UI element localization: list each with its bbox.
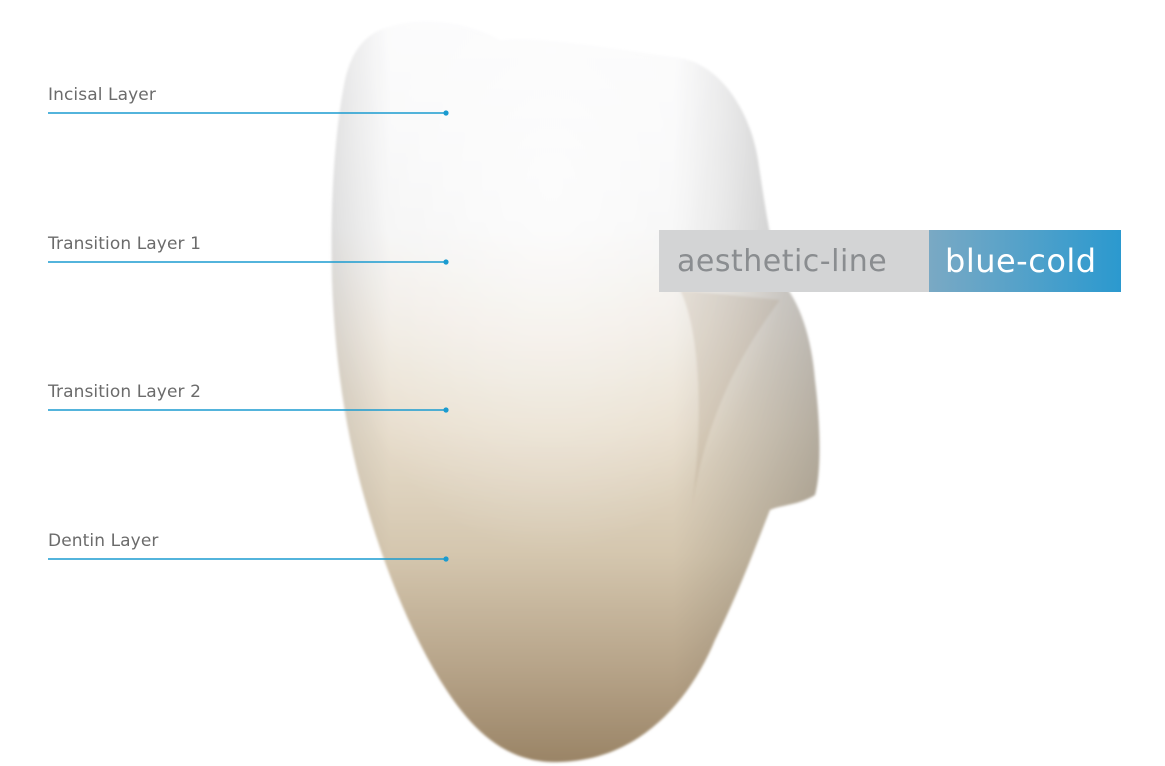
leader-dot-incisal: [443, 110, 448, 115]
label-transition-layer-2: Transition Layer 2: [48, 382, 201, 402]
leader-dot-dentin: [443, 556, 448, 561]
label-dentin-layer: Dentin Layer: [48, 531, 159, 551]
product-line-name: aesthetic-line: [659, 230, 929, 292]
tooth-shape: [332, 21, 820, 762]
label-transition-layer-1: Transition Layer 1: [48, 234, 201, 254]
leader-dot-transition-1: [443, 259, 448, 264]
label-incisal-layer: Incisal Layer: [48, 85, 156, 105]
shade-name: blue-cold: [929, 230, 1121, 292]
product-badge: aesthetic-line blue-cold: [659, 230, 1121, 292]
leader-dot-transition-2: [443, 407, 448, 412]
